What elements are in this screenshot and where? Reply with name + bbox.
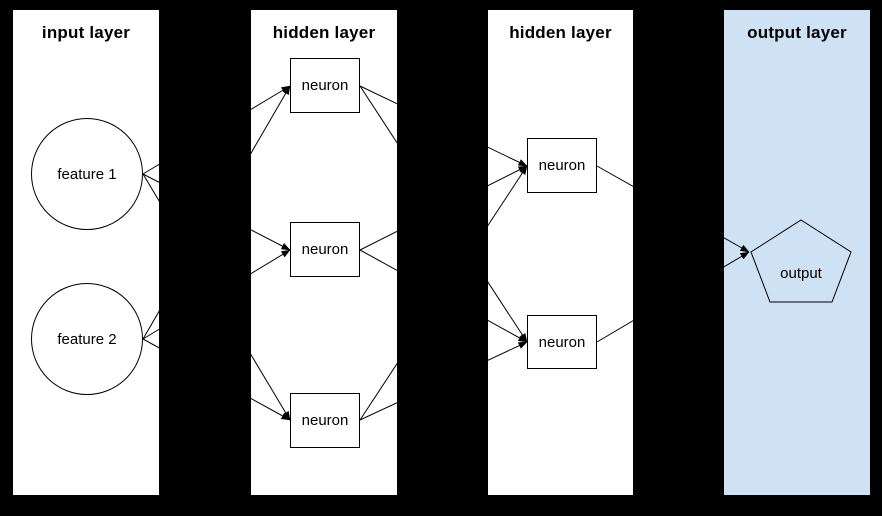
node-hidden1-neuron-2: neuron [290,222,360,277]
node-hidden2-neuron-1: neuron [527,138,597,193]
node-hidden2-neuron-2-label: neuron [538,333,586,351]
node-feature-1-label: feature 1 [57,165,117,183]
node-hidden1-neuron-1-label: neuron [301,77,349,94]
panel-hidden-layer-2: hidden layer [488,10,633,495]
panel-input-layer: input layer [13,10,159,495]
node-feature-2-label: feature 2 [57,330,117,348]
node-hidden1-neuron-3: neuron [290,393,360,448]
node-feature-2: feature 2 [31,283,143,395]
hidden-layer-2-title: hidden layer [509,23,612,42]
node-feature-1: feature 1 [31,118,143,230]
node-hidden1-neuron-2-label: neuron [301,241,349,258]
node-hidden2-neuron-1-label: neuron [538,157,586,174]
node-hidden1-neuron-3-label: neuron [301,412,349,429]
panel-output-layer: output layer [724,10,870,495]
input-layer-title: input layer [41,23,131,42]
output-layer-title: output layer [747,23,847,42]
node-hidden2-neuron-2: neuron [527,315,597,369]
hidden-layer-1-title: hidden layer [272,23,376,42]
node-hidden1-neuron-1: neuron [290,58,360,113]
node-output-label: output [780,264,822,282]
